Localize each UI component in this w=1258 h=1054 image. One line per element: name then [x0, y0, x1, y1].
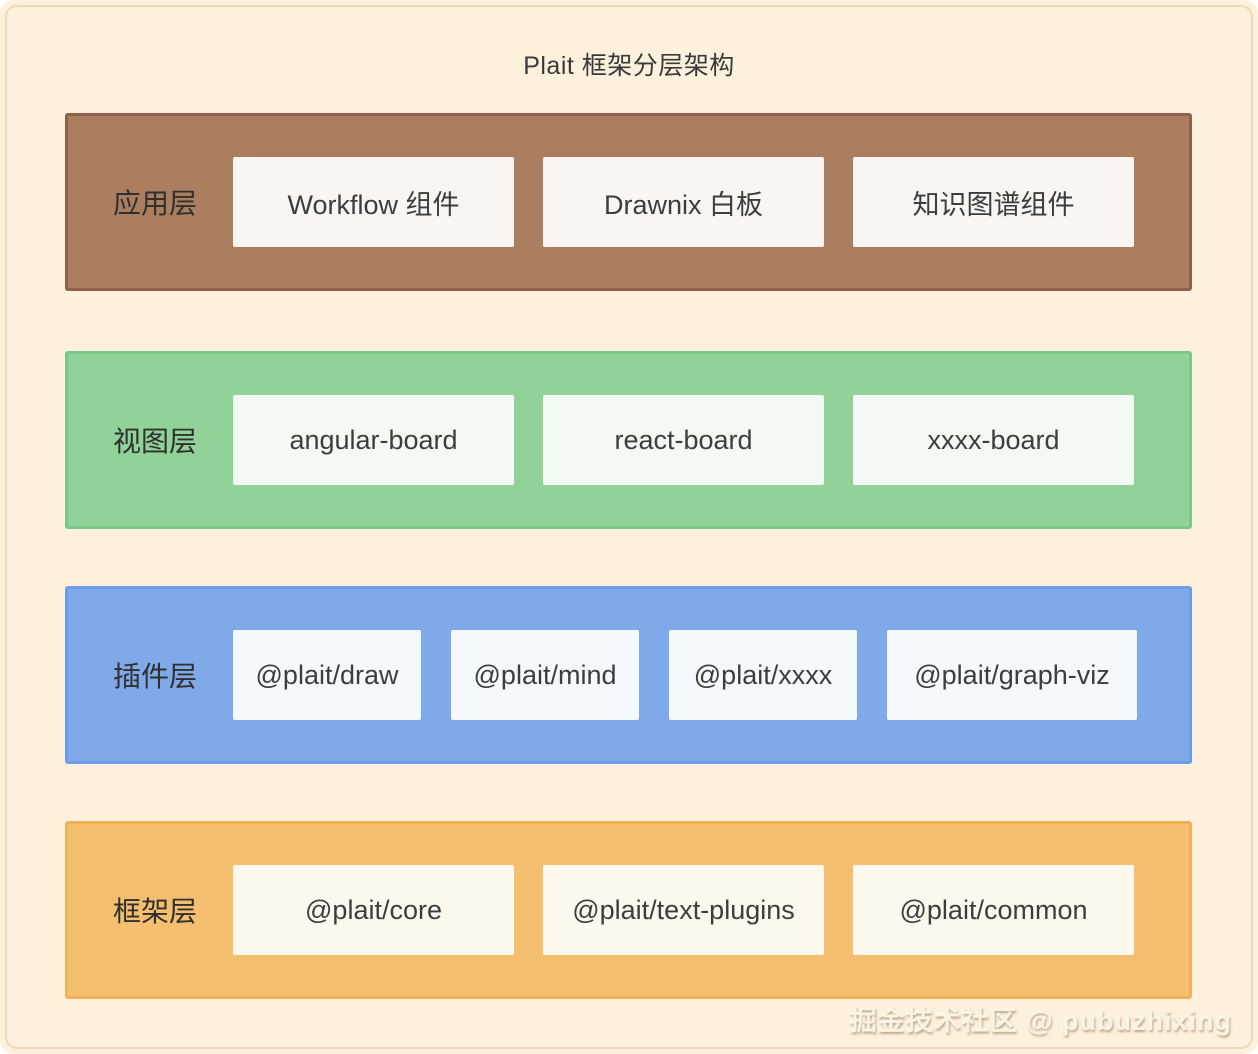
node-angular-board: angular-board [233, 395, 514, 485]
node-workflow-component: Workflow 组件 [233, 157, 514, 247]
layer-plugin: 插件层 @plait/draw @plait/mind @plait/xxxx … [65, 586, 1192, 764]
layer-application-label: 应用层 [113, 188, 198, 219]
layer-view: 视图层 angular-board react-board xxxx-board [65, 351, 1192, 529]
node-plait-text-plugins: @plait/text-plugins [543, 865, 824, 955]
node-xxxx-board: xxxx-board [853, 395, 1134, 485]
layer-application: 应用层 Workflow 组件 Drawnix 白板 知识图谱组件 [65, 113, 1192, 291]
layer-view-label: 视图层 [113, 426, 198, 457]
layer-plugin-boxes: @plait/draw @plait/mind @plait/xxxx @pla… [233, 630, 1137, 720]
node-plait-draw: @plait/draw [233, 630, 421, 720]
node-plait-core: @plait/core [233, 865, 514, 955]
node-react-board: react-board [543, 395, 824, 485]
layer-application-boxes: Workflow 组件 Drawnix 白板 知识图谱组件 [233, 157, 1134, 247]
layer-framework-boxes: @plait/core @plait/text-plugins @plait/c… [233, 865, 1134, 955]
layer-plugin-label: 插件层 [113, 661, 198, 692]
node-plait-graph-viz: @plait/graph-viz [887, 630, 1137, 720]
layer-view-boxes: angular-board react-board xxxx-board [233, 395, 1134, 485]
node-knowledge-graph-component: 知识图谱组件 [853, 157, 1134, 247]
layer-framework-label: 框架层 [113, 896, 198, 927]
watermark: 掘金技术社区 @ pubuzhixing [849, 1006, 1232, 1036]
node-plait-mind: @plait/mind [451, 630, 639, 720]
node-plait-common: @plait/common [853, 865, 1134, 955]
node-drawnix-whiteboard: Drawnix 白板 [543, 157, 824, 247]
diagram-title: Plait 框架分层架构 [523, 52, 735, 80]
layer-framework: 框架层 @plait/core @plait/text-plugins @pla… [65, 821, 1192, 999]
node-plait-xxxx: @plait/xxxx [669, 630, 857, 720]
